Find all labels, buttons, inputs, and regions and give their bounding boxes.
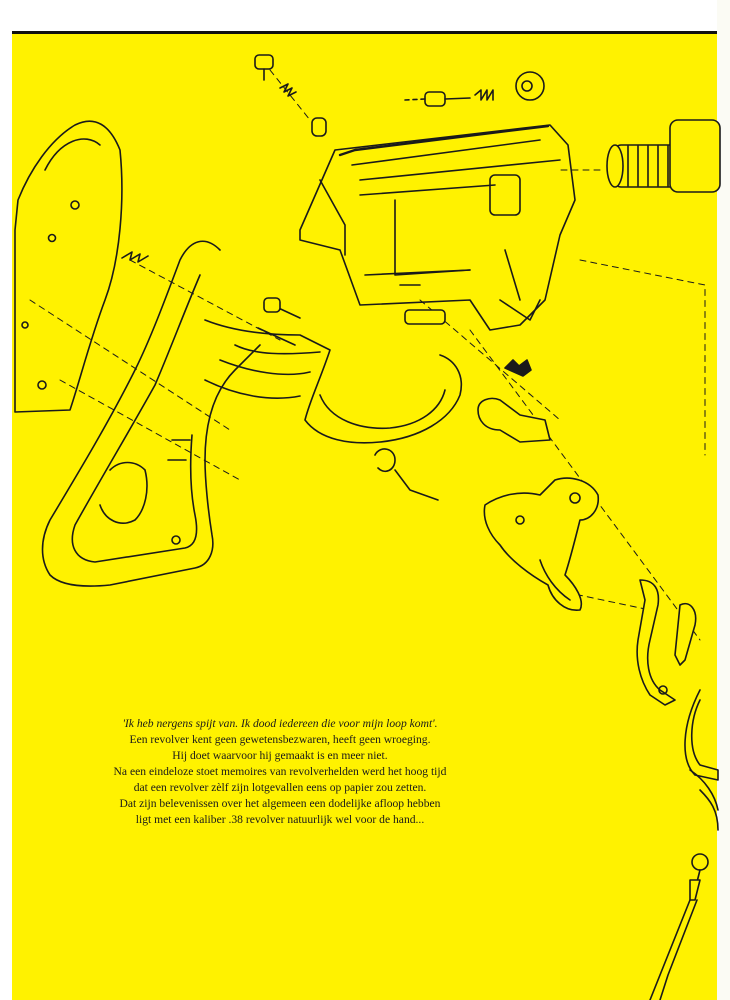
- caption-block: 'Ik heb nergens spijt van. Ik dood ieder…: [40, 716, 520, 828]
- barrel: [606, 119, 721, 193]
- ejector-rod: [649, 769, 719, 1000]
- revolver-frame-top: [299, 124, 576, 331]
- caption-quote: 'Ik heb nergens spijt van. Ik dood ieder…: [122, 717, 438, 730]
- cylinder-stop: [257, 297, 551, 501]
- hammer: [483, 477, 600, 611]
- trigger-parts: [636, 579, 719, 781]
- grip-panel-left: [14, 120, 123, 413]
- page-edge: [717, 0, 730, 1000]
- caption-line-4: dat een revolver zèlf zijn lotgevallen e…: [133, 781, 427, 794]
- revolver-frame-grip: [41, 240, 261, 587]
- caption-line-1: Een revolver kent geen gewetensbezwaren,…: [129, 733, 431, 746]
- top-rule: [12, 31, 717, 34]
- caption-line-3: Na een eindeloze stoet memoires van revo…: [113, 765, 447, 778]
- grip-screw-parts: [121, 54, 327, 263]
- cylinder-latch-parts: [404, 71, 545, 107]
- caption-line-6: ligt met een kaliber .38 revolver natuur…: [135, 813, 425, 826]
- caption-line-5: Dat zijn belevenissen over het algemeen …: [119, 797, 441, 810]
- caption-line-2: Hij doet waarvoor hij gemaakt is en meer…: [172, 749, 388, 762]
- trigger-guard: [204, 319, 462, 444]
